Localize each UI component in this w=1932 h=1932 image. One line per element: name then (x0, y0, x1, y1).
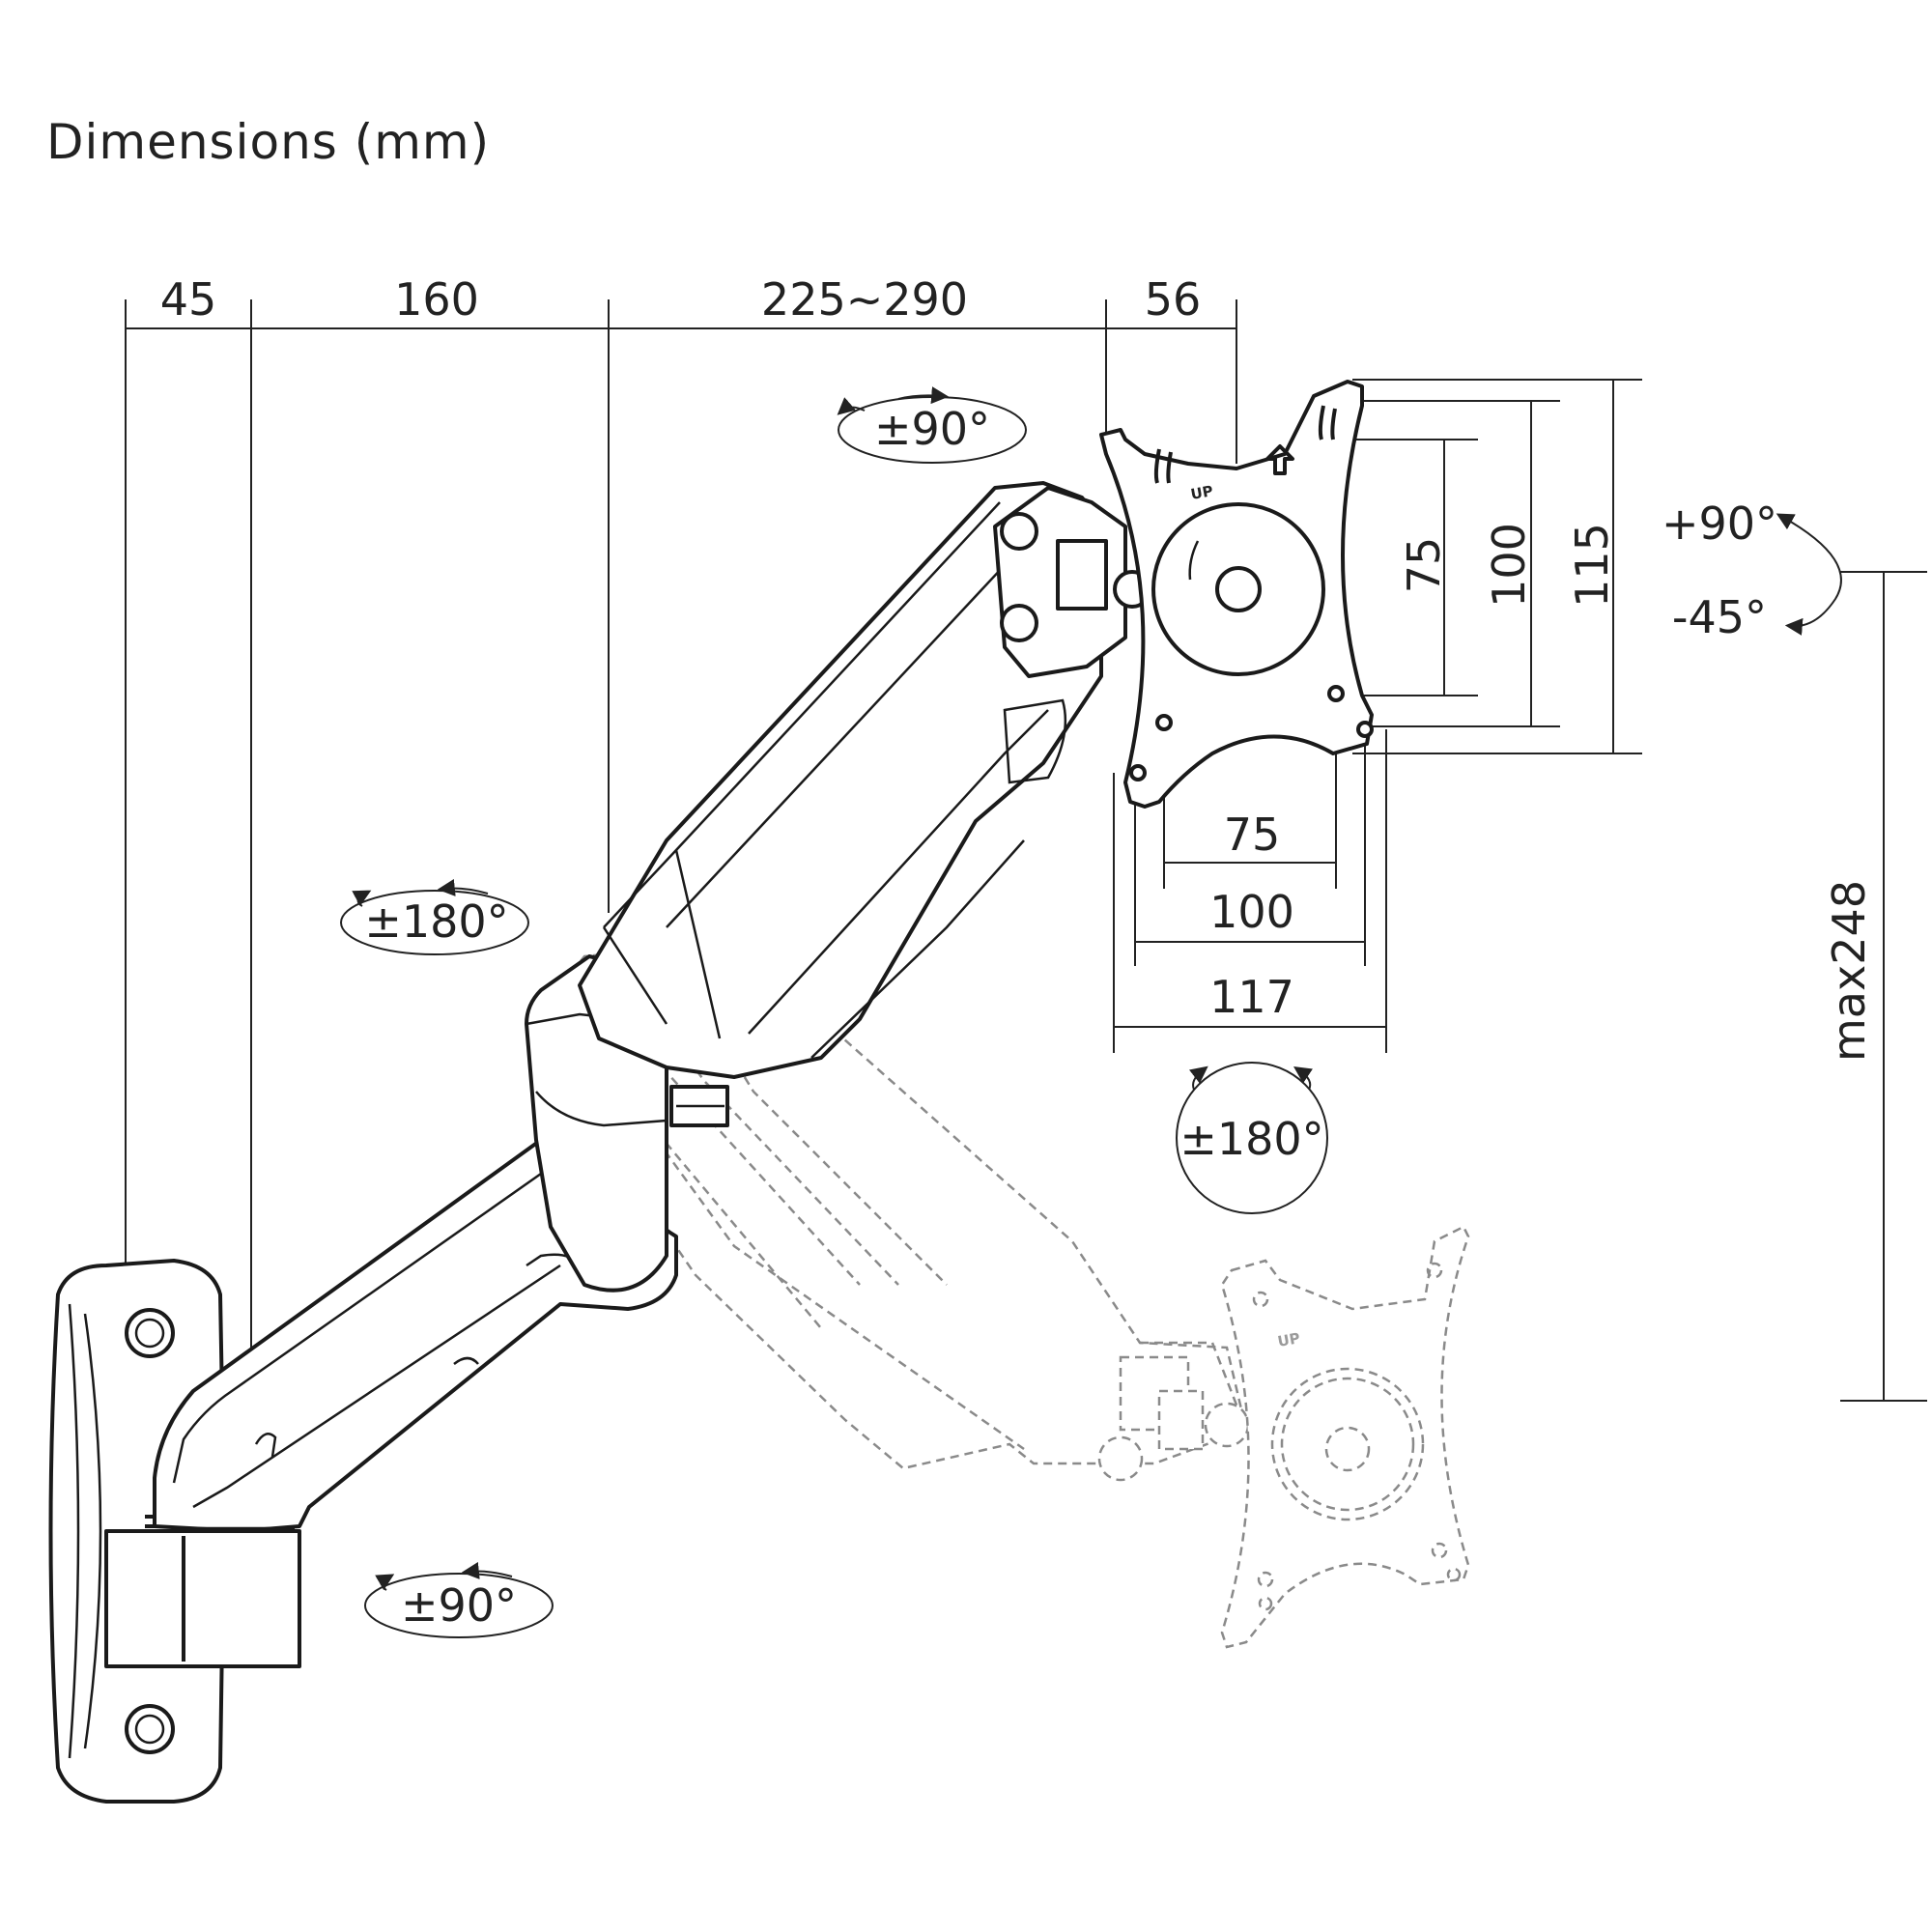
ghost-vesa-plate (1220, 1225, 1470, 1649)
wall-plate (48, 1259, 301, 1804)
dim-vesa-horizontal-117: 117 (1209, 971, 1294, 1023)
dim-vesa-vertical-115: 115 (1566, 523, 1618, 608)
vesa-plate (1099, 380, 1374, 809)
dim-second-arm: 225~290 (761, 273, 968, 326)
rotation-head-swivel (837, 386, 1027, 464)
rotation-tilt (1776, 513, 1842, 636)
height-range-line (1840, 571, 1927, 1402)
dim-vesa-vertical-75: 75 (1398, 537, 1450, 594)
label-base-swivel: ±90° (401, 1579, 517, 1632)
dim-vesa-horizontal-100: 100 (1209, 886, 1294, 938)
dim-first-arm: 160 (394, 273, 479, 326)
dim-vesa-horizontal-75: 75 (1224, 809, 1281, 861)
label-tilt-down: -45° (1672, 591, 1767, 643)
dim-height-range: max248 (1823, 880, 1875, 1062)
rotation-base-swivel (364, 1561, 554, 1638)
vesa-plate-label: UP (1189, 482, 1214, 503)
rotation-elbow-swivel (340, 878, 529, 955)
ghost-plate-label: UP (1276, 1329, 1301, 1350)
top-dimension-lines (125, 299, 1237, 1362)
page-title: Dimensions (mm) (46, 114, 491, 170)
label-screen-rotation: ±180° (1179, 1113, 1323, 1165)
dim-head: 56 (1145, 273, 1202, 326)
dim-vesa-vertical-100: 100 (1483, 523, 1535, 608)
tilt-head (993, 486, 1151, 784)
rotation-screen (1176, 1062, 1328, 1214)
label-elbow-swivel: ±180° (364, 895, 508, 948)
upper-arm (578, 481, 1103, 1127)
label-head-swivel: ±90° (874, 403, 990, 455)
vesa-vertical-dimension-lines (1352, 379, 1642, 754)
label-tilt-up: +90° (1662, 497, 1777, 550)
dim-base-depth: 45 (160, 273, 217, 326)
